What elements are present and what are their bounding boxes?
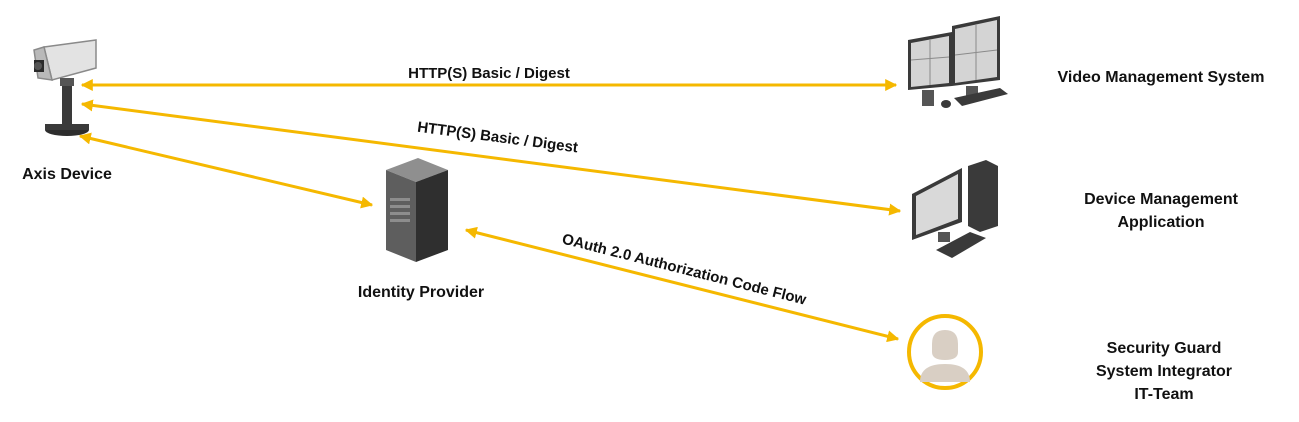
axis-device-label: Axis Device xyxy=(22,166,112,183)
server-icon xyxy=(386,158,448,262)
arrow-device-idp xyxy=(78,132,374,209)
desktop-computer-icon xyxy=(912,160,998,258)
monitor-wall-icon xyxy=(908,16,1008,108)
users-label-line: System Integrator xyxy=(1095,363,1233,380)
label-idp-users: OAuth 2.0 Authorization Code Flow xyxy=(560,231,808,309)
users-label-line: IT-Team xyxy=(1134,386,1194,403)
vms-label: Video Management System xyxy=(1057,69,1265,86)
label-device-vms: HTTP(S) Basic / Digest xyxy=(408,65,570,82)
person-icon xyxy=(907,314,983,390)
arrow-idp-users xyxy=(464,226,900,343)
dma-label-line: Device Management xyxy=(1084,191,1238,208)
dma-label: Device Management Application xyxy=(1050,188,1272,234)
identity-provider-label: Identity Provider xyxy=(357,284,485,301)
dma-label-line: Application xyxy=(1117,214,1205,231)
camera-icon xyxy=(33,39,97,136)
users-label: Security Guard System Integrator IT-Team xyxy=(1066,337,1262,406)
arrow-device-dma xyxy=(80,99,902,216)
users-label-line: Security Guard xyxy=(1106,340,1222,357)
